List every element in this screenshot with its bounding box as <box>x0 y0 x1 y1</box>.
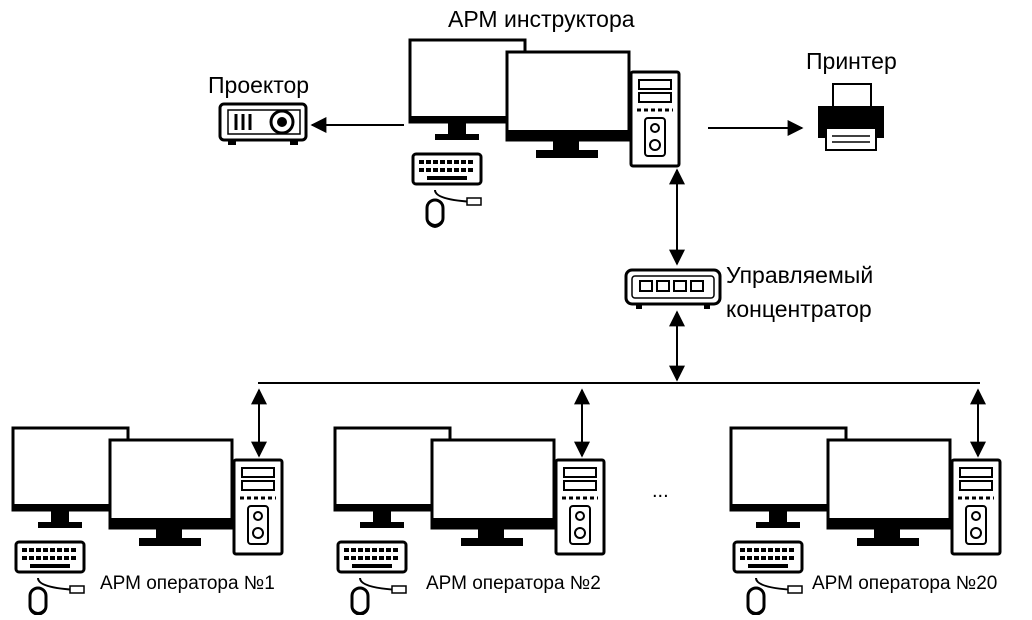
operator20-label: АРМ оператора №20 <box>812 573 998 594</box>
projector-label: Проектор <box>208 72 310 98</box>
printer-icon <box>818 83 884 151</box>
hub-label-line2: концентратор <box>726 296 872 322</box>
printer-label: Принтер <box>806 48 897 74</box>
projector-icon <box>218 102 308 145</box>
ellipsis-label: ... <box>652 480 669 502</box>
hub-label: Управляемый концентратор <box>726 258 873 326</box>
instructor-label: АРМ инструктора <box>448 6 635 32</box>
network-hub-icon <box>624 268 722 309</box>
operator1-label: АРМ оператора №1 <box>100 573 275 594</box>
hub-label-line1: Управляемый <box>726 262 874 288</box>
instructor-workstation <box>408 38 681 230</box>
operator2-label: АРМ оператора №2 <box>426 573 601 594</box>
connections <box>251 117 986 458</box>
